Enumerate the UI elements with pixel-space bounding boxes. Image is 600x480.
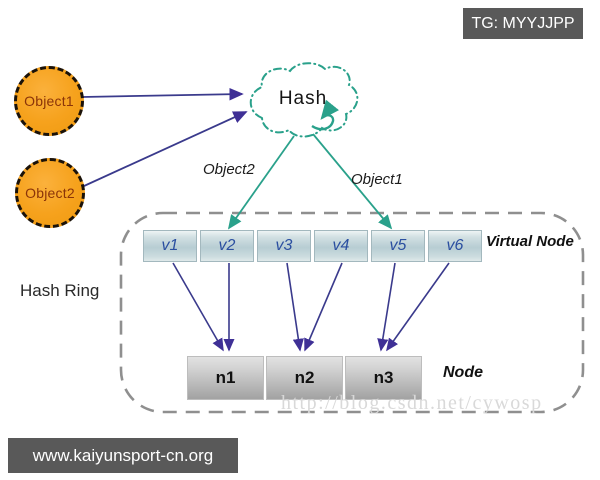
virtual-node-v5-label: v5 xyxy=(389,237,407,254)
node-row: n1 n2 n3 xyxy=(187,356,422,400)
virtual-node-caption: Virtual Node xyxy=(486,233,574,250)
virtual-node-v5: v5 xyxy=(371,230,425,262)
virtual-node-v4-label: v4 xyxy=(332,237,350,254)
object1-circle: Object1 xyxy=(14,66,84,136)
arrow-v1-to-n1 xyxy=(172,262,224,352)
virtual-node-v6-label: v6 xyxy=(446,237,464,254)
virtual-node-v3-label: v3 xyxy=(275,237,293,254)
telegram-badge: TG: MYYJJPP xyxy=(463,8,583,39)
cloud-curl xyxy=(311,99,340,131)
virtual-node-v2: v2 xyxy=(200,230,254,262)
mapping-label-object1: Object1 xyxy=(351,171,403,188)
arrow-object2-to-hash xyxy=(83,111,248,187)
object2-circle: Object2 xyxy=(15,158,85,228)
virtual-node-v3: v3 xyxy=(257,230,311,262)
node-n3: n3 xyxy=(345,356,422,400)
node-n2-label: n2 xyxy=(294,368,315,387)
node-n2: n2 xyxy=(266,356,343,400)
virtual-node-v1: v1 xyxy=(143,230,197,262)
object1-label: Object1 xyxy=(24,93,74,109)
node-n1: n1 xyxy=(187,356,264,400)
hash-ring-label: Hash Ring xyxy=(20,281,100,300)
mapping-label-object2: Object2 xyxy=(203,161,255,178)
arrow-object1-to-hash xyxy=(81,87,244,101)
virtual-node-row: v1 v2 v3 v4 v5 v6 xyxy=(143,230,482,262)
virtual-node-v6: v6 xyxy=(428,230,482,262)
arrow-v6-to-n3 xyxy=(386,262,450,352)
arrow-hash-to-v2 xyxy=(227,135,295,230)
node-caption: Node xyxy=(443,364,483,381)
hash-ring-boundary xyxy=(119,211,585,414)
arrow-v4-to-n2 xyxy=(304,262,343,352)
hash-cloud-label: Hash xyxy=(278,88,328,109)
node-n1-label: n1 xyxy=(215,368,236,387)
virtual-node-v1-label: v1 xyxy=(161,237,179,254)
blog-watermark: http://blog.csdn.net/cywosp xyxy=(281,392,543,414)
object2-label: Object2 xyxy=(25,185,75,201)
node-n3-label: n3 xyxy=(373,368,394,387)
virtual-node-v4: v4 xyxy=(314,230,368,262)
arrow-v5-to-n3 xyxy=(377,262,396,352)
arrow-v3-to-n2 xyxy=(286,262,304,352)
virtual-node-v2-label: v2 xyxy=(218,237,236,254)
site-url-badge: www.kaiyunsport-cn.org xyxy=(8,438,238,473)
arrow-hash-to-v5 xyxy=(312,133,393,230)
